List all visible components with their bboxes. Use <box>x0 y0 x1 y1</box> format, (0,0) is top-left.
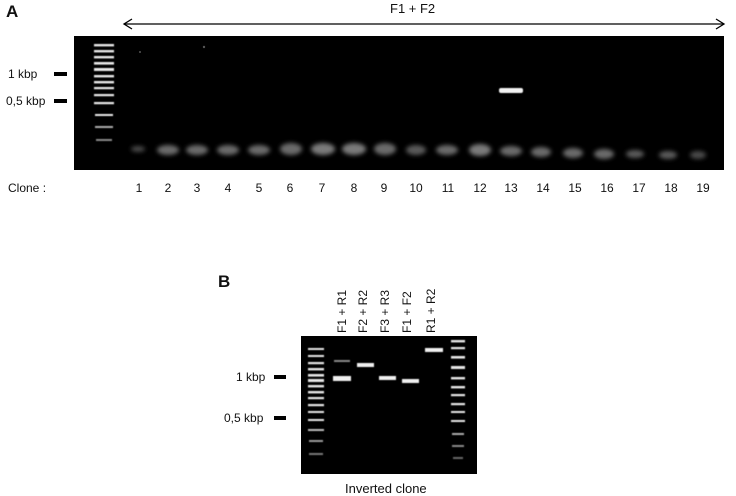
lane-number: 9 <box>380 181 388 195</box>
lane-number: 3 <box>193 181 201 195</box>
lane-number: 19 <box>696 181 710 195</box>
panel-b-ladder-label-1kbp: 1 kbp <box>236 370 266 384</box>
lane-number: 5 <box>255 181 263 195</box>
lane-number: 8 <box>350 181 358 195</box>
lane-number: 2 <box>164 181 172 195</box>
lane-number: 10 <box>409 181 423 195</box>
panel-b-lane-label: F3 + R3 <box>378 289 392 333</box>
lane-number: 17 <box>632 181 646 195</box>
panel-a-ladder-label-1kbp: 1 kbp <box>8 67 38 81</box>
lane-number: 16 <box>600 181 614 195</box>
lane-number: 11 <box>441 181 455 195</box>
panel-b-gel-image <box>301 336 477 474</box>
panel-a-ladder-tick-1kbp <box>54 72 67 76</box>
lane-number: 14 <box>536 181 550 195</box>
lane-number: 18 <box>664 181 678 195</box>
panel-a-header: F1 + F2 <box>390 1 436 16</box>
lane-number: 4 <box>224 181 232 195</box>
lane-number: 13 <box>504 181 518 195</box>
panel-b-ladder-tick-1kbp <box>274 375 286 379</box>
lane-number: 15 <box>568 181 582 195</box>
lane-number: 1 <box>135 181 143 195</box>
panel-b-caption: Inverted clone <box>345 481 427 496</box>
panel-a-letter: A <box>6 2 19 21</box>
panel-a-gel-image <box>74 36 724 170</box>
panel-a-ladder-label-05kbp: 0,5 kbp <box>6 94 46 108</box>
panel-b-lane-label: F2 + R2 <box>356 289 370 333</box>
panel-b-lane-label: F1 + R1 <box>335 289 349 333</box>
panel-b-lane-label: F1 + F2 <box>400 291 414 333</box>
panel-b-lane-label: R1 + R2 <box>424 288 438 333</box>
panel-a-range-arrow <box>122 18 726 30</box>
panel-b-ladder-label-05kbp: 0,5 kbp <box>224 411 264 425</box>
panel-b-letter: B <box>218 272 231 291</box>
panel-a-ladder-tick-05kbp <box>54 99 67 103</box>
lane-number: 7 <box>318 181 326 195</box>
panel-a-clone-label: Clone : <box>8 181 47 195</box>
lane-number: 12 <box>473 181 487 195</box>
panel-b-ladder-tick-05kbp <box>274 416 286 420</box>
lane-number: 6 <box>286 181 294 195</box>
